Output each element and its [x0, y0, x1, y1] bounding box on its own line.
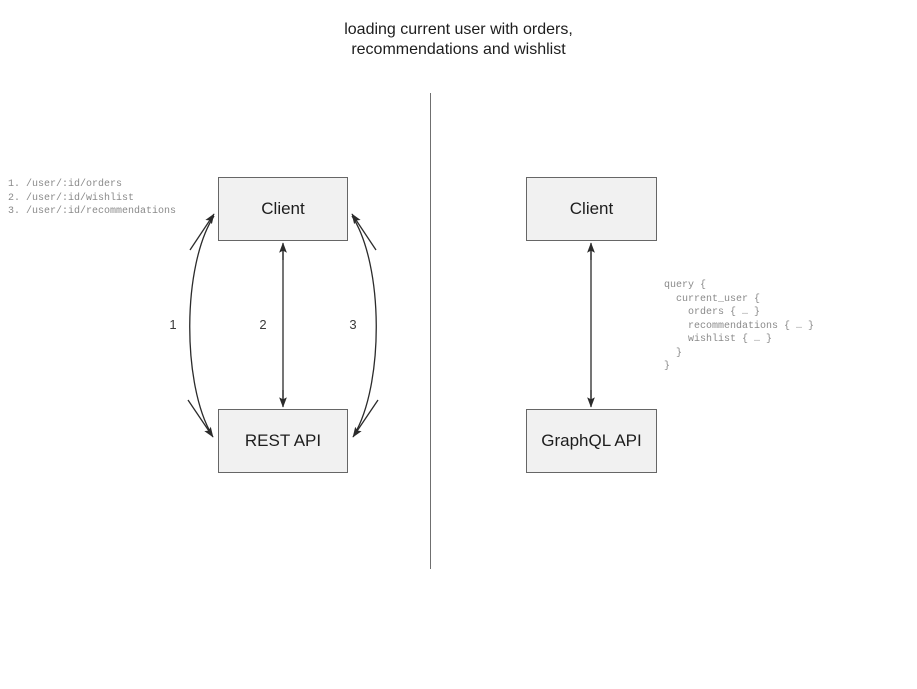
- node-graphql-api[interactable]: GraphQL API: [526, 409, 657, 473]
- diagram-title: loading current user with orders, recomm…: [344, 21, 573, 58]
- graphql-query-snippet: query { current_user { orders { … } reco…: [664, 280, 815, 372]
- node-client-rest[interactable]: Client: [218, 177, 348, 241]
- panel-divider: [430, 93, 431, 569]
- rest-endpoint-list: 1. /user/:id/orders 2. /user/:id/wishlis…: [8, 179, 177, 217]
- edge-label-2: 2: [259, 317, 267, 332]
- node-client-graphql[interactable]: Client: [526, 177, 657, 241]
- edge-label-3: 3: [349, 317, 357, 332]
- node-rest-api[interactable]: REST API: [218, 409, 348, 473]
- edge-label-1: 1: [169, 317, 177, 332]
- edge-1-client-rest: [187, 213, 215, 438]
